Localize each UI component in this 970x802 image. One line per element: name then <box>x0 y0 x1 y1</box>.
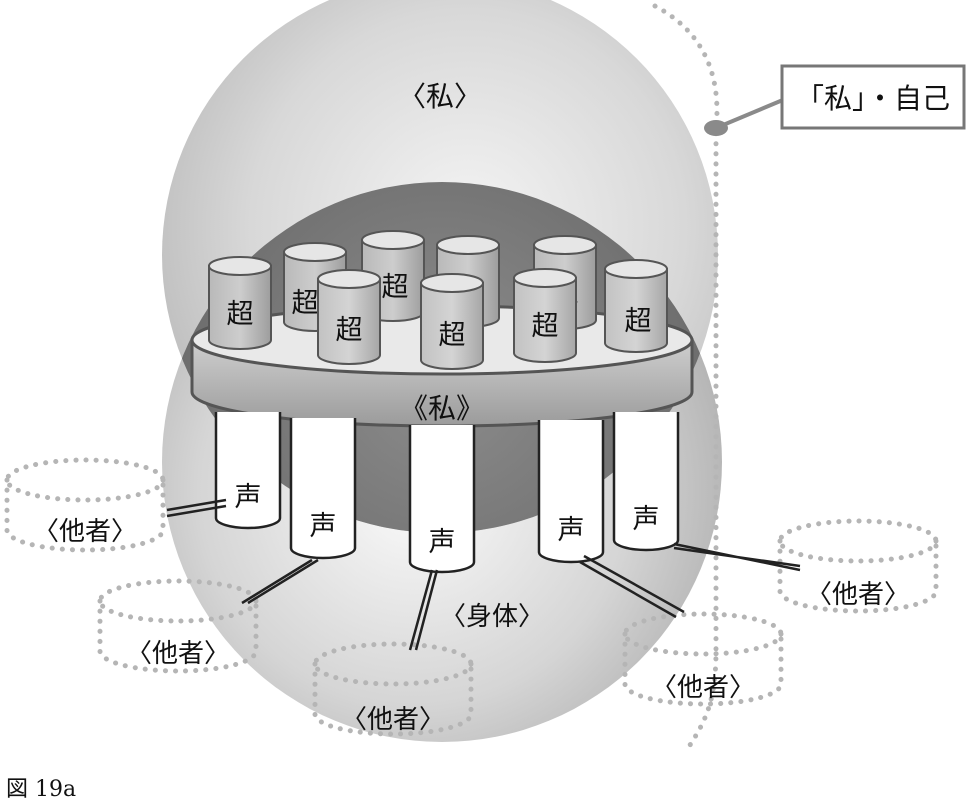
super-cylinder-top <box>436 235 500 255</box>
others-group: 〈他者〉〈他者〉〈他者〉〈他者〉〈他者〉 <box>4 457 939 737</box>
other-cylinder-side <box>622 631 784 707</box>
super-cylinder: 超 <box>361 230 425 322</box>
super-cylinder: 超 <box>513 268 577 363</box>
super-cylinder-label: 超 <box>382 272 409 303</box>
self-ego-label: 「私」・自己 <box>796 82 950 115</box>
voice-connection-line <box>241 558 319 605</box>
figure-caption: 図 19a <box>6 777 76 802</box>
voice-tube: 声 <box>537 420 685 619</box>
self-disk-label: 《私》 <box>400 392 484 425</box>
super-cylinder-label: 超 <box>227 299 254 330</box>
super-cylinders: 超超超超超超超超超 <box>208 230 668 370</box>
self-ego-label-box <box>780 64 966 130</box>
other-cylinder: 〈他者〉 <box>312 641 474 737</box>
other-label: 〈他者〉 <box>651 673 755 703</box>
super-cylinder: 超 <box>208 256 272 350</box>
super-cylinder-top <box>208 256 272 276</box>
other-cylinder-side <box>777 538 939 614</box>
super-cylinder: 超 <box>420 273 484 370</box>
voice-tube-body <box>408 425 476 574</box>
voice-tube: 声 <box>241 418 357 605</box>
super-cylinder-label: 超 <box>292 288 319 319</box>
ego-axis-dotted-line <box>652 3 720 748</box>
other-label: 〈他者〉 <box>806 580 910 610</box>
voice-connection-line <box>408 569 439 651</box>
voice-label: 声 <box>429 527 456 558</box>
voice-connection-line <box>579 554 685 619</box>
super-cylinder-label: 超 <box>336 315 363 346</box>
super-cylinder-top <box>361 230 425 250</box>
other-cylinder-side <box>97 598 259 674</box>
ego-leader-line <box>715 95 791 130</box>
voice-tube-body <box>537 420 605 564</box>
other-cylinder: 〈他者〉 <box>4 457 166 553</box>
super-cylinder-top <box>283 242 347 262</box>
other-cylinder-top <box>312 641 474 687</box>
other-cylinder: 〈他者〉 <box>777 518 939 614</box>
ego-marker <box>704 120 728 136</box>
super-cylinder-top <box>420 273 484 293</box>
other-label: 〈他者〉 <box>33 517 137 547</box>
voice-tube-body <box>289 418 357 560</box>
voice-tubes: 声声声声声 <box>166 412 801 651</box>
other-cylinder-top <box>622 611 784 657</box>
super-cylinder-top <box>317 269 381 289</box>
super-cylinder-label: 超 <box>439 320 466 351</box>
voice-tube: 声 <box>166 412 282 530</box>
super-cylinder-top <box>533 235 597 255</box>
voice-label: 声 <box>235 482 262 513</box>
other-cylinder-side <box>312 661 474 737</box>
super-cylinder-body <box>317 278 381 365</box>
super-cylinder-label: 超 <box>625 306 652 337</box>
other-cylinder: 〈他者〉 <box>97 578 259 674</box>
voice-label: 声 <box>633 504 660 535</box>
other-cylinder: 〈他者〉 <box>622 611 784 707</box>
super-cylinder-body <box>208 265 272 350</box>
super-cylinder-body <box>420 282 484 370</box>
voice-tube-body <box>214 412 282 530</box>
other-cylinder-top <box>777 518 939 564</box>
super-cylinder: 超 <box>317 269 381 365</box>
other-cylinder-top <box>97 578 259 624</box>
other-label: 〈他者〉 <box>126 639 230 669</box>
voice-label: 声 <box>310 511 337 542</box>
super-cylinder-top <box>604 259 668 279</box>
body-label: 〈身体〉 <box>440 602 544 632</box>
other-cylinder-side <box>4 477 166 553</box>
voice-connection-line <box>673 542 801 572</box>
self-top-label: 〈私〉 <box>398 80 482 113</box>
voice-connection-line <box>166 498 227 518</box>
voice-tube: 声 <box>408 425 476 651</box>
super-cylinder-body <box>604 268 668 353</box>
voice-label: 声 <box>558 515 585 546</box>
super-cylinder-top <box>513 268 577 288</box>
super-cylinder-label: 超 <box>532 311 559 342</box>
super-cylinder: 超 <box>604 259 668 353</box>
super-cylinder-body <box>513 277 577 363</box>
voice-tube: 声 <box>612 412 801 572</box>
other-cylinder-top <box>4 457 166 503</box>
other-label: 〈他者〉 <box>341 705 445 735</box>
